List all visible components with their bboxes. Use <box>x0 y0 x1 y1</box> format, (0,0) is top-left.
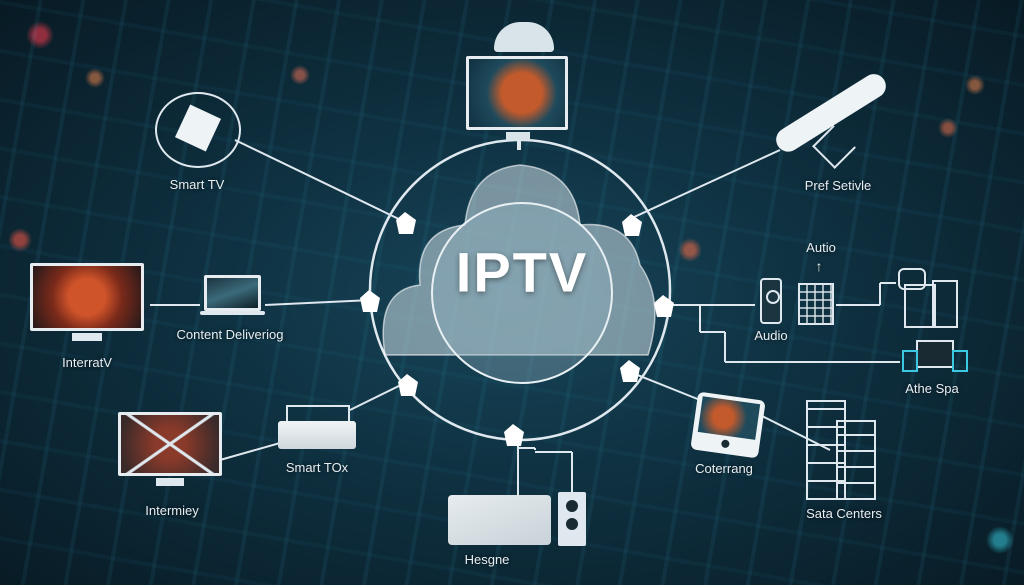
router-antenna <box>286 405 350 423</box>
hesgne-label: Hesgne <box>464 552 510 567</box>
intermiey-label: Intermiey <box>145 503 199 518</box>
cloud-shape <box>382 164 656 356</box>
content-delivering-label: Content Deliveriog <box>176 327 284 342</box>
pref-setivle-node <box>771 62 893 169</box>
smart-tox-node <box>278 405 356 450</box>
hesgne-node <box>448 492 588 547</box>
interratv-label: InterratV <box>62 355 112 370</box>
iptv-title: IPTV <box>455 240 589 304</box>
smartphone-icon <box>760 278 782 324</box>
multi-device-icon <box>916 340 954 368</box>
interratv-node <box>30 263 145 343</box>
coterrang-label: Coterrang <box>695 461 753 476</box>
coterrang-node <box>690 391 766 459</box>
autio-label: Autio <box>806 240 836 255</box>
building-icon <box>798 283 834 325</box>
tablet-icon <box>690 391 766 459</box>
satellite-wheel-icon <box>155 92 241 168</box>
laptop-icon <box>204 275 261 311</box>
cracked-monitor-icon <box>118 412 222 476</box>
audio-label: Audio <box>754 328 788 343</box>
sata-centers-node <box>806 400 878 500</box>
cloud-icon <box>494 22 554 52</box>
monitor-stand <box>506 132 530 140</box>
intermiey-node <box>118 412 223 490</box>
smart-tv-label: Smart TV <box>169 177 225 192</box>
content-delivering-node <box>200 275 265 317</box>
router-box-icon <box>278 421 356 449</box>
athe-spa-node <box>902 340 968 372</box>
pref-setivle-label: Pref Setivle <box>804 178 872 193</box>
top-monitor-node <box>466 20 570 145</box>
desktop-monitor-icon <box>30 263 144 331</box>
arrow-up-icon: ↑ <box>815 258 823 274</box>
athe-spa-label: Athe Spa <box>905 381 959 396</box>
building-node <box>798 283 834 325</box>
smart-tv-node <box>155 92 241 168</box>
audio-node <box>760 278 782 324</box>
monitor-cloud-icon <box>466 56 568 130</box>
smart-tox-label: Smart TOx <box>285 460 349 475</box>
sata-centers-label: Sata Centers <box>806 506 882 521</box>
speaker-icon <box>558 492 586 546</box>
equipment-node <box>896 262 964 328</box>
set-top-box-icon <box>448 495 551 545</box>
